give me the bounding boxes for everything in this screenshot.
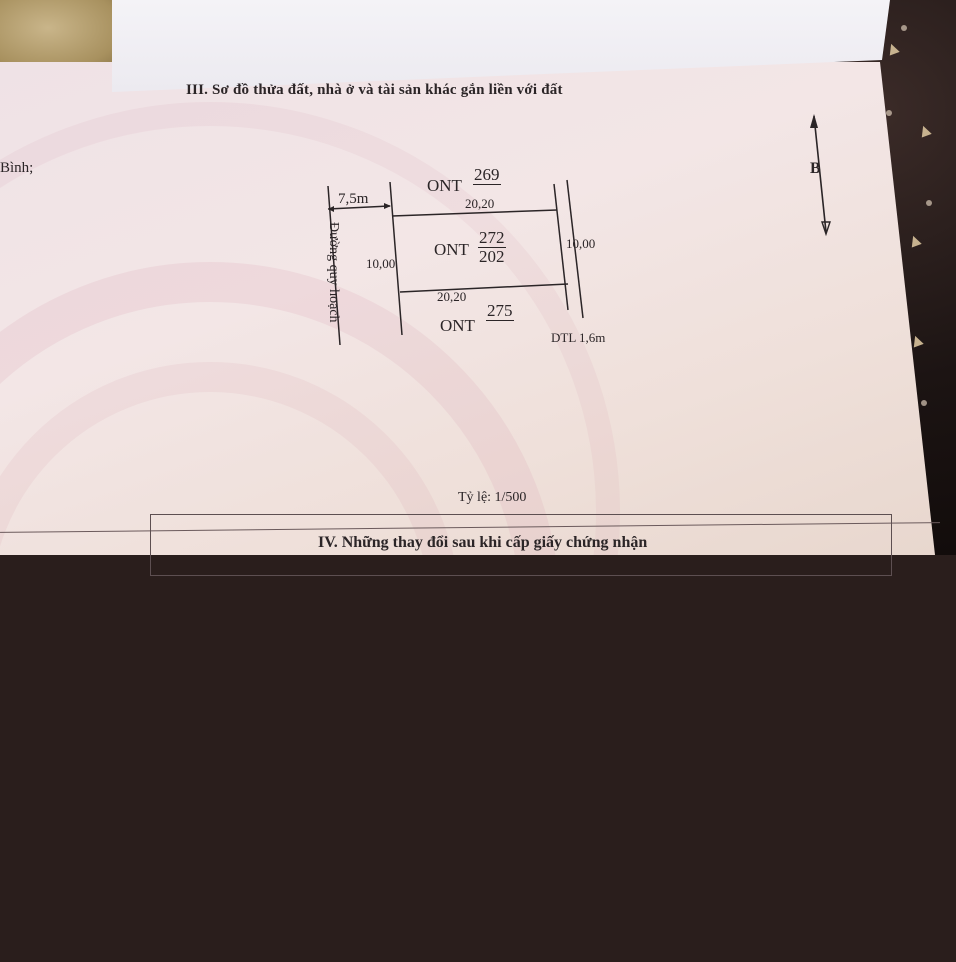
parcel-north-type: ONT <box>427 176 462 195</box>
parcel-south-type: ONT <box>440 316 475 335</box>
north-arrow-label: B <box>810 160 821 177</box>
edge-left-length: 10,00 <box>366 256 396 271</box>
road-width-label: 7,5m <box>338 191 369 207</box>
certificate-page <box>0 62 935 555</box>
left-edge-text: Bình; <box>0 160 34 176</box>
dtl-label: DTL 1,6m <box>551 330 606 345</box>
road-name-label: Đường quy hoạch <box>326 222 341 323</box>
section4-heading: IV. Những thay đổi sau khi cấp giấy chứn… <box>318 534 648 551</box>
section3-heading: III. Sơ đồ thửa đất, nhà ở và tài sản kh… <box>186 82 563 98</box>
edge-right-length: 10,00 <box>566 236 596 251</box>
edge-bottom-length: 20,20 <box>437 289 467 304</box>
parcel-main-type: ONT <box>434 240 469 259</box>
parcel-main-area: 202 <box>479 247 505 266</box>
background-surface-top-left <box>0 0 120 70</box>
parcel-north-number: 269 <box>473 166 501 185</box>
parcel-main-number: 272 <box>478 228 506 248</box>
land-plot-diagram: 7,5m Đường quy hoạch ONT 269 20,20 ONT 2… <box>326 114 831 346</box>
edge-top-length: 20,20 <box>465 196 495 211</box>
parcel-south-number: 275 <box>486 302 514 321</box>
parcel-south-number-value: 275 <box>486 301 514 321</box>
parcel-main-fraction: 272 202 <box>478 229 506 266</box>
plot-lines <box>327 114 831 346</box>
scale-label: Tỷ lệ: 1/500 <box>458 490 527 505</box>
parcel-north-number-value: 269 <box>473 165 501 185</box>
